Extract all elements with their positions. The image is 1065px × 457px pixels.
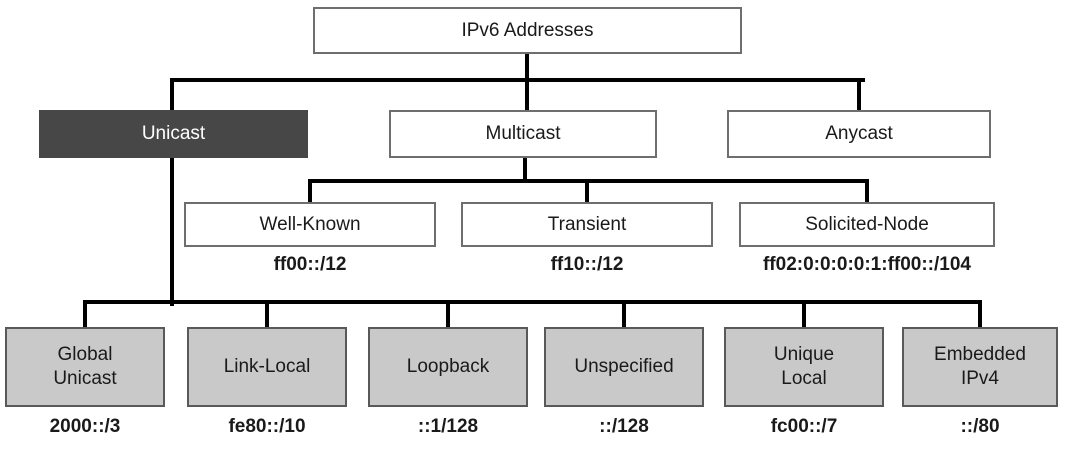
connector-multicast-drop bbox=[523, 156, 527, 183]
node-link-local: Link-Local bbox=[187, 327, 347, 407]
prefix-label-solicited-node: ff02:0:0:0:0:1:ff00::/104 bbox=[762, 254, 971, 275]
connector-bus-to-anycast bbox=[857, 78, 861, 112]
prefix-label-transient: ff10::/12 bbox=[550, 254, 624, 275]
prefix-label-loopback: ::1/128 bbox=[417, 416, 479, 437]
connector-bus-to-embedded-ipv4 bbox=[978, 300, 982, 328]
connector-unicast-drop bbox=[170, 156, 174, 306]
connector-bus-to-unicast bbox=[170, 78, 174, 112]
prefix-label-global-unicast: 2000::/3 bbox=[49, 416, 121, 437]
prefix-label-unique-local: fc00::/7 bbox=[770, 416, 838, 437]
connector-bus-to-loopback bbox=[446, 300, 450, 328]
node-global-unicast: Global Unicast bbox=[5, 327, 165, 407]
connector-root-to-bus bbox=[525, 53, 529, 112]
connector-bus-to-link-local bbox=[265, 300, 269, 328]
node-anycast: Anycast bbox=[727, 110, 991, 158]
prefix-label-embedded-ipv4: ::/80 bbox=[960, 416, 1000, 437]
connector-bus-to-global-unicast bbox=[83, 300, 87, 328]
prefix-label-unspecified: ::/128 bbox=[599, 416, 649, 437]
node-transient: Transient bbox=[461, 202, 713, 247]
prefix-label-link-local: fe80::/10 bbox=[228, 416, 306, 437]
connector-bus-to-well-known bbox=[308, 179, 312, 204]
connector-bus-to-solicited-node bbox=[865, 179, 869, 204]
node-multicast: Multicast bbox=[389, 110, 657, 158]
node-solicited-node: Solicited-Node bbox=[739, 202, 995, 247]
node-loopback: Loopback bbox=[368, 327, 528, 407]
node-embedded-ipv4: Embedded IPv4 bbox=[902, 327, 1058, 407]
prefix-label-well-known: ff00::/12 bbox=[273, 254, 347, 275]
connector-bus-to-unique-local bbox=[802, 300, 806, 328]
root-node-ipv6-addresses: IPv6 Addresses bbox=[313, 7, 742, 54]
node-well-known: Well-Known bbox=[184, 202, 436, 247]
connector-bus-to-unspecified bbox=[622, 300, 626, 328]
node-unspecified: Unspecified bbox=[544, 327, 704, 407]
node-unique-local: Unique Local bbox=[724, 327, 884, 407]
connector-unicast-bus bbox=[83, 300, 982, 304]
node-unicast: Unicast bbox=[39, 110, 308, 158]
connector-top-bus bbox=[170, 78, 865, 82]
connector-bus-to-transient bbox=[585, 179, 589, 204]
